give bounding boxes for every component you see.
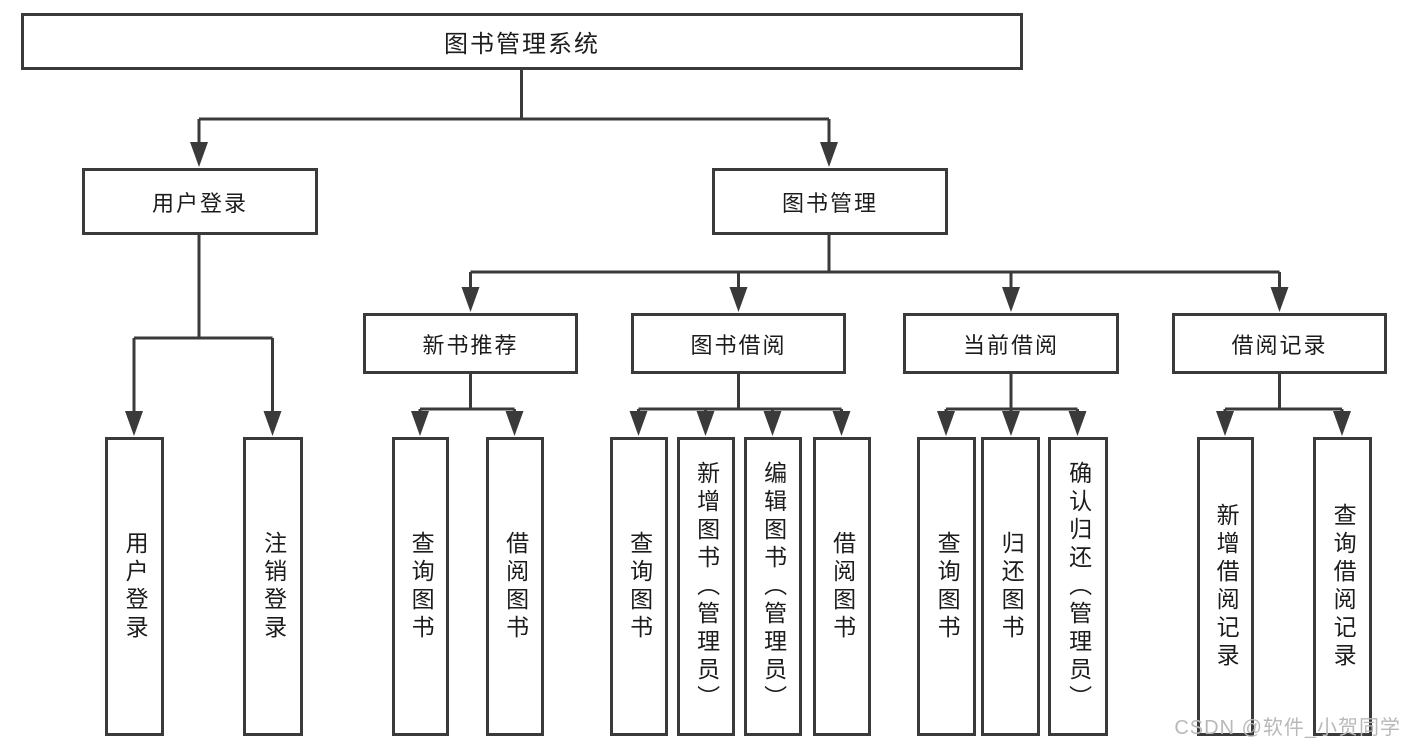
node-user-login: 用户登录 xyxy=(82,168,318,235)
node-edit-books-admin-label: 编辑图书（管理员） xyxy=(760,460,787,713)
node-user-login-leaf-label: 用户登录 xyxy=(122,530,149,643)
node-query-books-1: 查询图书 xyxy=(392,437,449,736)
node-add-books-admin-label: 新增图书（管理员） xyxy=(693,460,720,713)
node-root: 图书管理系统 xyxy=(21,13,1023,70)
node-root-label: 图书管理系统 xyxy=(444,31,600,58)
node-borrow-books-1: 借阅图书 xyxy=(486,437,544,736)
node-book-management: 图书管理 xyxy=(712,168,948,235)
node-query-books-3: 查询图书 xyxy=(917,437,976,736)
node-add-books-admin: 新增图书（管理员） xyxy=(677,437,735,736)
node-confirm-return-admin: 确认归还（管理员） xyxy=(1048,437,1108,736)
node-book-borrowing-label: 图书借阅 xyxy=(690,332,787,358)
node-user-login-leaf: 用户登录 xyxy=(105,437,164,736)
node-new-book-recommend-label: 新书推荐 xyxy=(422,332,519,358)
node-add-borrow-record: 新增借阅记录 xyxy=(1197,437,1254,736)
node-query-borrow-record-label: 查询借阅记录 xyxy=(1330,502,1357,671)
node-borrowing-records-label: 借阅记录 xyxy=(1231,332,1328,358)
node-confirm-return-admin-label: 确认归还（管理员） xyxy=(1065,460,1092,713)
node-logout-leaf-label: 注销登录 xyxy=(260,530,287,643)
node-edit-books-admin: 编辑图书（管理员） xyxy=(744,437,802,736)
node-add-borrow-record-label: 新增借阅记录 xyxy=(1213,502,1240,671)
node-current-borrowing-label: 当前借阅 xyxy=(962,332,1059,358)
node-query-books-1-label: 查询图书 xyxy=(408,530,435,643)
node-book-borrowing: 图书借阅 xyxy=(631,313,846,374)
node-query-books-2-label: 查询图书 xyxy=(626,530,653,643)
node-query-books-2: 查询图书 xyxy=(610,437,668,736)
node-borrow-books-1-label: 借阅图书 xyxy=(502,530,529,643)
watermark: CSDN @软件_小贺同学 xyxy=(1174,717,1401,739)
node-borrow-books-2-label: 借阅图书 xyxy=(829,530,856,643)
node-query-books-3-label: 查询图书 xyxy=(934,530,961,643)
node-current-borrowing: 当前借阅 xyxy=(903,313,1119,374)
node-query-borrow-record: 查询借阅记录 xyxy=(1313,437,1372,736)
node-borrowing-records: 借阅记录 xyxy=(1172,313,1387,374)
node-return-books: 归还图书 xyxy=(981,437,1040,736)
node-book-management-label: 图书管理 xyxy=(781,190,878,216)
node-new-book-recommend: 新书推荐 xyxy=(363,313,578,374)
node-borrow-books-2: 借阅图书 xyxy=(813,437,871,736)
node-logout-leaf: 注销登录 xyxy=(243,437,303,736)
node-return-books-label: 归还图书 xyxy=(998,530,1025,643)
node-user-login-label: 用户登录 xyxy=(151,190,248,216)
